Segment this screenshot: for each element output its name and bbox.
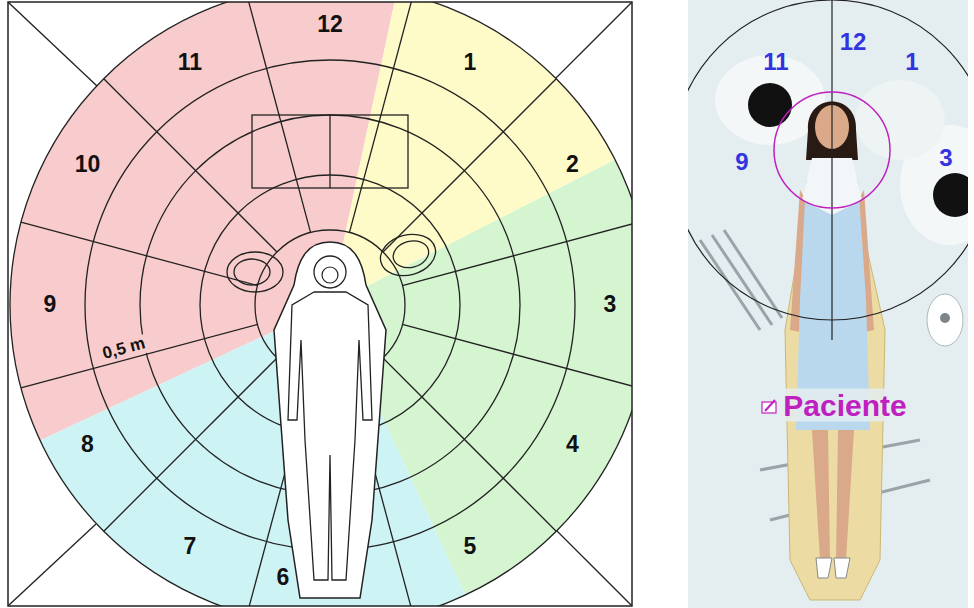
- clock-number: 11: [763, 49, 788, 75]
- panel-border: [8, 2, 632, 606]
- work-circle: [688, 0, 968, 320]
- corner-lines: [8, 2, 632, 606]
- distance-label: 0,5 m: [98, 334, 151, 365]
- patient-face: [322, 267, 338, 283]
- clock-number: 12: [840, 29, 867, 55]
- instrument-tray: [252, 115, 408, 188]
- clock-number: 12: [317, 12, 343, 37]
- clock-number: 1: [464, 50, 477, 75]
- clock-number: 10: [75, 152, 101, 177]
- patient-figure: [288, 292, 372, 580]
- patient-head: [314, 256, 346, 288]
- lamp-symbols: [227, 228, 440, 292]
- patient-label: Paciente: [780, 389, 909, 422]
- clock-number: 3: [939, 145, 952, 171]
- distance-rings: [10, 2, 632, 606]
- clock-number: 2: [566, 152, 579, 177]
- clock-number: 3: [604, 292, 617, 317]
- clock-number: 8: [81, 432, 94, 457]
- hour-lines: [21, 2, 632, 606]
- clock-number: 4: [566, 432, 579, 457]
- head-circle: [774, 92, 890, 208]
- assistant-head: [933, 173, 968, 217]
- clock-number: 9: [44, 292, 57, 317]
- clock-number: 1: [905, 49, 918, 75]
- dental-chair: [274, 242, 386, 598]
- clock-number: 7: [184, 535, 197, 560]
- clock-number: 11: [178, 50, 202, 75]
- clock-number: 9: [735, 149, 748, 175]
- axis-line: [831, 0, 832, 340]
- zone-chart: [8, 2, 632, 606]
- pencil-icon: [762, 400, 776, 413]
- clock-number: 5: [464, 535, 477, 560]
- clinic-photo: [688, 0, 968, 608]
- operator-head: [748, 83, 792, 127]
- clock-number: 6: [277, 565, 290, 590]
